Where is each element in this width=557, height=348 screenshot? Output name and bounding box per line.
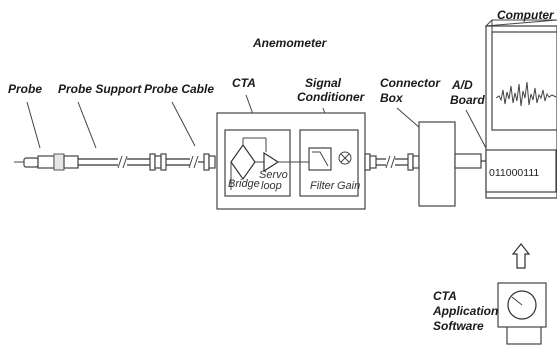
cta-software-label-1: CTA bbox=[433, 289, 457, 303]
probe-cable-section bbox=[127, 153, 190, 171]
leader-ad-board bbox=[465, 109, 488, 151]
label-computer: Computer bbox=[497, 8, 555, 22]
leader-probe bbox=[26, 101, 41, 149]
label-ad-board-1: A/D bbox=[451, 78, 473, 92]
servo-label-2: loop bbox=[261, 180, 282, 192]
gain-icon bbox=[338, 151, 352, 165]
label-connector-1: Connector bbox=[380, 76, 441, 90]
anemometer-input-connector bbox=[198, 153, 216, 171]
label-probe-cable: Probe Cable bbox=[144, 82, 214, 96]
bridge-icon bbox=[230, 137, 267, 190]
label-anemometer: Anemometer bbox=[252, 36, 328, 50]
cable-break-2 bbox=[188, 155, 199, 169]
filter-label: Filter bbox=[310, 180, 336, 192]
label-probe: Probe bbox=[8, 82, 42, 96]
cable-break-1 bbox=[117, 155, 128, 169]
connector-to-ad-link bbox=[454, 153, 486, 169]
cta-software-label-2: Application bbox=[432, 304, 498, 318]
servo-amplifier-icon bbox=[263, 151, 296, 173]
gain-label: Gain bbox=[337, 180, 360, 192]
label-connector-2: Box bbox=[380, 91, 404, 105]
connector-box bbox=[418, 121, 456, 207]
label-signal-conditioner-2: Conditioner bbox=[297, 90, 366, 104]
label-probe-support: Probe Support bbox=[58, 82, 142, 96]
leader-connector-box bbox=[396, 107, 421, 129]
binary-readout: 011000111 bbox=[489, 167, 539, 179]
probe bbox=[14, 153, 118, 171]
ad-board-display bbox=[485, 149, 557, 193]
label-cta: CTA bbox=[232, 76, 256, 90]
cta-software-label-3: Software bbox=[433, 319, 484, 333]
up-arrow-icon bbox=[511, 243, 531, 269]
label-signal-conditioner-1: Signal bbox=[305, 76, 342, 90]
leader-probe-support bbox=[77, 101, 97, 149]
label-ad-board-2: Board bbox=[450, 93, 485, 107]
software-disc-icon bbox=[497, 282, 547, 345]
filter-icon bbox=[308, 147, 332, 171]
computer-screen bbox=[491, 31, 557, 131]
anemometer-output-connector bbox=[364, 153, 420, 171]
cta-box bbox=[224, 129, 291, 197]
servo-label-1: Servo bbox=[259, 169, 288, 181]
signal-waveform bbox=[495, 81, 557, 107]
leader-probe-cable bbox=[171, 101, 196, 147]
bridge-label: Bridge bbox=[228, 178, 260, 190]
